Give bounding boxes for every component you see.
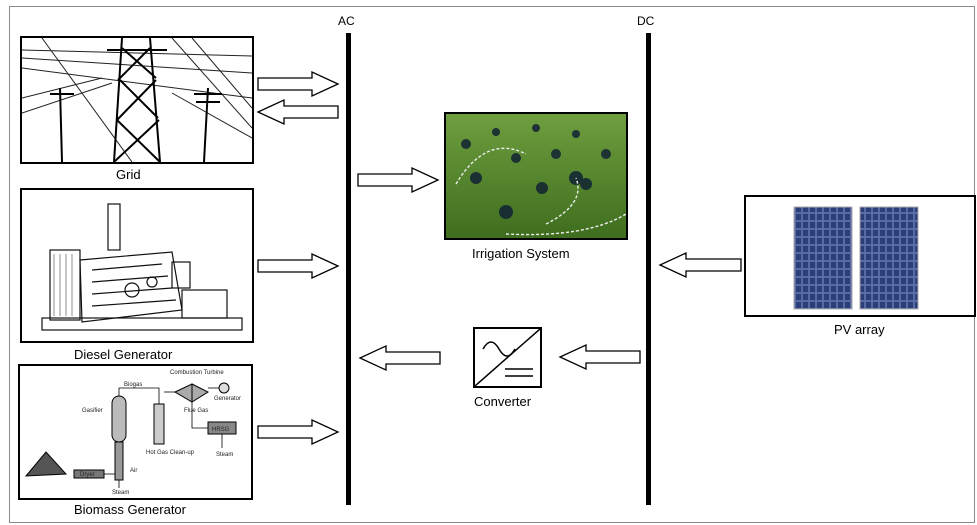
biogas-label: Biogas bbox=[124, 382, 142, 388]
biomass-generator-image: Dryer Biogas Combustion Turbine Flue Gas… bbox=[18, 364, 253, 500]
gasifier-label: Gasifier bbox=[82, 408, 103, 414]
flue-gas-label: Flue Gas bbox=[184, 408, 208, 414]
converter-icon bbox=[473, 327, 542, 388]
steam-bottom-label: Steam bbox=[112, 490, 129, 496]
irrigation-system-label: Irrigation System bbox=[472, 246, 570, 261]
steam-right-label: Steam bbox=[216, 452, 233, 458]
pv-array-image bbox=[744, 195, 976, 317]
ac-bus-label: AC bbox=[338, 14, 355, 28]
grid-label: Grid bbox=[116, 167, 141, 182]
biomass-pile-icon bbox=[24, 451, 68, 477]
grid-image bbox=[20, 36, 254, 164]
hot-gas-cleanup-label: Hot Gas Clean-up bbox=[146, 450, 195, 456]
solar-panel-right-icon bbox=[859, 206, 919, 310]
generator-label: Generator bbox=[214, 396, 241, 402]
combustion-turbine-label: Combustion Turbine bbox=[170, 370, 224, 376]
hrsg-label: HRSG bbox=[212, 427, 230, 433]
diesel-generator-label: Diesel Generator bbox=[74, 347, 173, 362]
irrigation-system-image bbox=[444, 112, 628, 240]
air-label: Air bbox=[130, 468, 137, 474]
diesel-generator-image bbox=[20, 188, 254, 343]
biomass-generator-label: Biomass Generator bbox=[74, 502, 186, 517]
pv-array-label: PV array bbox=[834, 322, 885, 337]
dc-bus bbox=[646, 33, 651, 505]
converter-label: Converter bbox=[474, 394, 532, 409]
ac-bus bbox=[346, 33, 351, 505]
solar-panel-left-icon bbox=[793, 206, 853, 310]
dryer-label: Dryer bbox=[80, 472, 95, 478]
dc-bus-label: DC bbox=[637, 14, 655, 28]
